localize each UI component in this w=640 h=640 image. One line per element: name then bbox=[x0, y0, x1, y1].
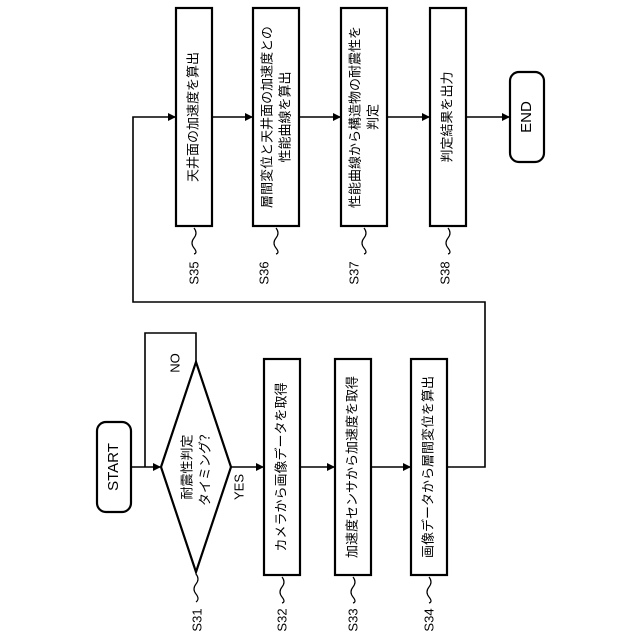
decision-diamond bbox=[161, 362, 231, 572]
s36-label: S36 bbox=[256, 261, 271, 284]
s34-leader bbox=[427, 577, 431, 603]
s37-text-line2: 判定 bbox=[367, 104, 382, 130]
s35-text: 天井面の加速度を算出 bbox=[186, 52, 202, 182]
s37-leader bbox=[362, 228, 366, 254]
end-text: END bbox=[518, 101, 535, 133]
s33-text: 加速度センサから加速度を取得 bbox=[345, 376, 361, 558]
yes-label: YES bbox=[231, 474, 246, 500]
s37-label: S37 bbox=[346, 261, 361, 284]
s31-leader bbox=[194, 574, 198, 602]
start-text: START bbox=[105, 443, 122, 491]
decision-text-line1: 耐震性判定 bbox=[181, 434, 196, 499]
s38-text: 判定結果を出力 bbox=[441, 71, 456, 162]
decision-text-line2: タイミング？ bbox=[199, 428, 214, 506]
s32-label: S32 bbox=[274, 608, 289, 631]
s35-leader bbox=[192, 228, 196, 254]
s38-label: S38 bbox=[437, 261, 452, 284]
s36-leader bbox=[274, 228, 278, 254]
s34-label: S34 bbox=[421, 608, 436, 631]
s38-leader bbox=[446, 228, 450, 254]
s33-label: S33 bbox=[345, 608, 360, 631]
no-label: NO bbox=[167, 353, 182, 373]
s34-text: 画像データから層間変位を算出 bbox=[421, 376, 437, 558]
s35-label: S35 bbox=[186, 261, 201, 284]
s33-leader bbox=[351, 577, 355, 603]
s32-leader bbox=[280, 577, 284, 603]
s36-text-line2: 性能曲線を算出 bbox=[278, 71, 294, 162]
s37-text-line1: 性能曲線から構造物の耐震性を bbox=[348, 26, 364, 208]
s31-label: S31 bbox=[189, 608, 204, 631]
s36-text-line1: 層間変位と天井面の加速度との bbox=[260, 26, 276, 208]
s32-text: カメラから画像データを取得 bbox=[274, 382, 290, 551]
